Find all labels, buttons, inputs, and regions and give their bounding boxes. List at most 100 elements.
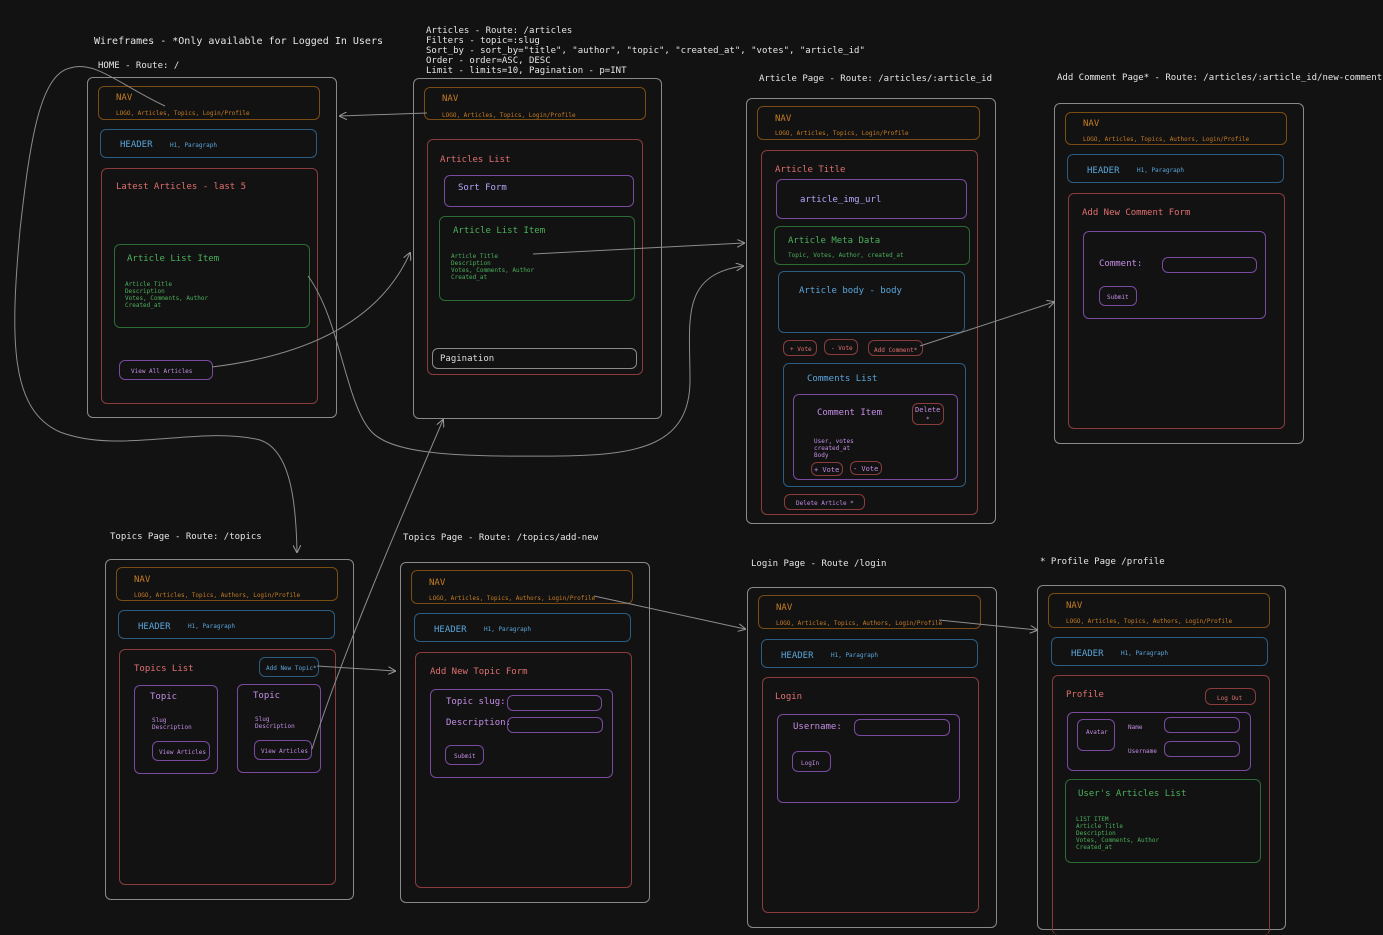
topics-list-title: Topics List (134, 664, 194, 674)
item-line: Description (125, 288, 165, 295)
topics-header: HEADER H1, Paragraph (118, 610, 335, 639)
description-input[interactable] (507, 717, 603, 733)
nav-label: NAV (775, 114, 792, 124)
add-comment-form-title: Add New Comment Form (1082, 208, 1191, 218)
username-input[interactable] (854, 719, 950, 736)
add-comment-button[interactable]: Add Comment* (868, 340, 923, 356)
delete-article-button[interactable]: Delete Article * (784, 494, 865, 510)
add-comment-label: Add Comment* (874, 347, 918, 354)
sort-form-label: Sort Form (458, 183, 507, 193)
name-field[interactable] (1164, 717, 1240, 733)
item-line: Article Title (125, 281, 172, 288)
pagination[interactable]: Pagination (432, 348, 637, 369)
home-latest-articles: Latest Articles - last 5 Article List It… (101, 168, 318, 404)
header-label: HEADER (1071, 649, 1104, 659)
home-route-label: HOME - Route: / (98, 61, 180, 71)
add-topic-header: HEADER H1, Paragraph (414, 613, 631, 642)
username-label: Username (1128, 748, 1157, 755)
article-list-item-title: Article List Item (127, 254, 220, 264)
view-articles-label: View Articles (159, 749, 206, 756)
description-label: Description: (446, 718, 512, 728)
topic-title: Topic (253, 691, 281, 701)
nav-links: LOGO, Articles, Topics, Login/Profile (116, 110, 250, 117)
topic-card: Topic Slug Description View Articles (134, 685, 218, 774)
articles-route-line: Order - order=ASC, DESC (426, 56, 551, 66)
username-field[interactable] (1164, 741, 1240, 757)
nav-links: LOGO, Articles, Topics, Authors, Login/P… (1083, 136, 1250, 143)
comment-label: Comment: (1099, 259, 1143, 269)
article-img: article_img_url (776, 179, 967, 219)
submit-comment-button[interactable]: Submit (1099, 286, 1137, 306)
topics-list: Topics List Add New Topic* Topic Slug De… (119, 649, 336, 885)
avatar-label: Avatar (1086, 729, 1108, 736)
username-label: Username: (793, 722, 842, 732)
item-line: Description (451, 260, 491, 267)
home-frame (87, 77, 337, 418)
add-topic-frame (400, 562, 650, 903)
vote-down-button[interactable]: - Vote (824, 339, 858, 355)
nav-links: LOGO, Articles, Topics, Authors, Login/P… (429, 595, 596, 602)
list-line: LIST ITEM (1076, 816, 1109, 823)
sort-form[interactable]: Sort Form (444, 175, 634, 207)
login-header: HEADER H1, Paragraph (761, 639, 978, 668)
article-container: Article Title article_img_url Article Me… (761, 150, 978, 515)
comment-vote-up-button[interactable]: + Vote (811, 462, 843, 476)
articles-route-line: Sort_by - sort_by="title", "author", "to… (426, 46, 865, 56)
header-label: HEADER (781, 651, 814, 661)
users-articles-list: User's Articles List LIST ITEM Article T… (1065, 779, 1261, 863)
item-line: Created_at (125, 302, 162, 309)
login-button[interactable]: LogIn (792, 751, 831, 772)
profile-container: Profile Log Out Avatar Name Username Use… (1052, 675, 1270, 935)
comment-vote-down-label: - Vote (853, 465, 879, 473)
article-page-frame (746, 98, 996, 524)
add-comment-frame (1054, 103, 1304, 444)
view-articles-button[interactable]: View Articles (152, 741, 210, 761)
topic-line: Slug (255, 716, 270, 723)
topics-frame (105, 559, 354, 900)
articles-article-list-item[interactable]: Article List Item Article Title Descript… (439, 216, 635, 301)
header-label: HEADER (120, 140, 153, 150)
articles-nav: NAV LOGO, Articles, Topics, Login/Profil… (424, 87, 646, 120)
header-sub: H1, Paragraph (188, 623, 235, 630)
add-new-topic-button[interactable]: Add New Topic* (259, 657, 319, 677)
nav-label: NAV (134, 575, 151, 585)
article-page-nav: NAV LOGO, Articles, Topics, Login/Profil… (757, 106, 980, 140)
topic-line: Description (152, 724, 192, 731)
list-line: Votes, Comments, Author (1076, 837, 1160, 844)
article-title: Article Title (775, 165, 846, 175)
header-label: HEADER (1087, 166, 1120, 176)
submit-label: Submit (1107, 294, 1129, 301)
pagination-label: Pagination (440, 354, 495, 364)
article-img-label: article_img_url (800, 195, 882, 205)
arrow-view-all-to-articles (211, 253, 410, 368)
home-header: HEADER H1, Paragraph (100, 129, 317, 158)
header-sub: H1, Paragraph (831, 652, 878, 659)
view-all-articles-button[interactable]: View All Articles (119, 360, 213, 380)
comment-input[interactable] (1162, 257, 1257, 273)
logout-button[interactable]: Log Out (1205, 688, 1256, 705)
nav-label: NAV (776, 603, 793, 613)
item-line: Votes, Comments, Author (125, 295, 209, 302)
profile-route-label: * Profile Page /profile (1040, 557, 1165, 567)
arrow-home-nav-loop-to-topics (14, 66, 297, 552)
delete-star: * (926, 416, 930, 423)
header-label: HEADER (434, 625, 467, 635)
article-meta-title: Article Meta Data (788, 236, 881, 246)
login-form: Username: LogIn (777, 714, 960, 803)
users-articles-title: User's Articles List (1078, 789, 1187, 799)
vote-up-button[interactable]: + Vote (783, 340, 817, 356)
topic-slug-input[interactable] (507, 695, 602, 711)
view-all-label: View All Articles (131, 368, 193, 375)
articles-route-line: Limit - limits=10, Pagination - p=INT (426, 66, 627, 76)
article-meta: Article Meta Data Topic, Votes, Author, … (774, 226, 970, 265)
view-articles-button[interactable]: View Articles (254, 740, 312, 760)
comment-vote-down-button[interactable]: - Vote (850, 461, 882, 475)
login-nav: NAV LOGO, Articles, Topics, Authors, Log… (758, 595, 981, 629)
login-route-label: Login Page - Route /login (751, 559, 887, 569)
submit-topic-button[interactable]: Submit (445, 745, 484, 765)
article-body-label: Article body - body (799, 286, 902, 296)
delete-comment-button[interactable]: Delete * (912, 403, 944, 425)
view-articles-label: View Articles (261, 748, 308, 755)
nav-links: LOGO, Articles, Topics, Authors, Login/P… (134, 592, 301, 599)
nav-label: NAV (1066, 601, 1083, 611)
